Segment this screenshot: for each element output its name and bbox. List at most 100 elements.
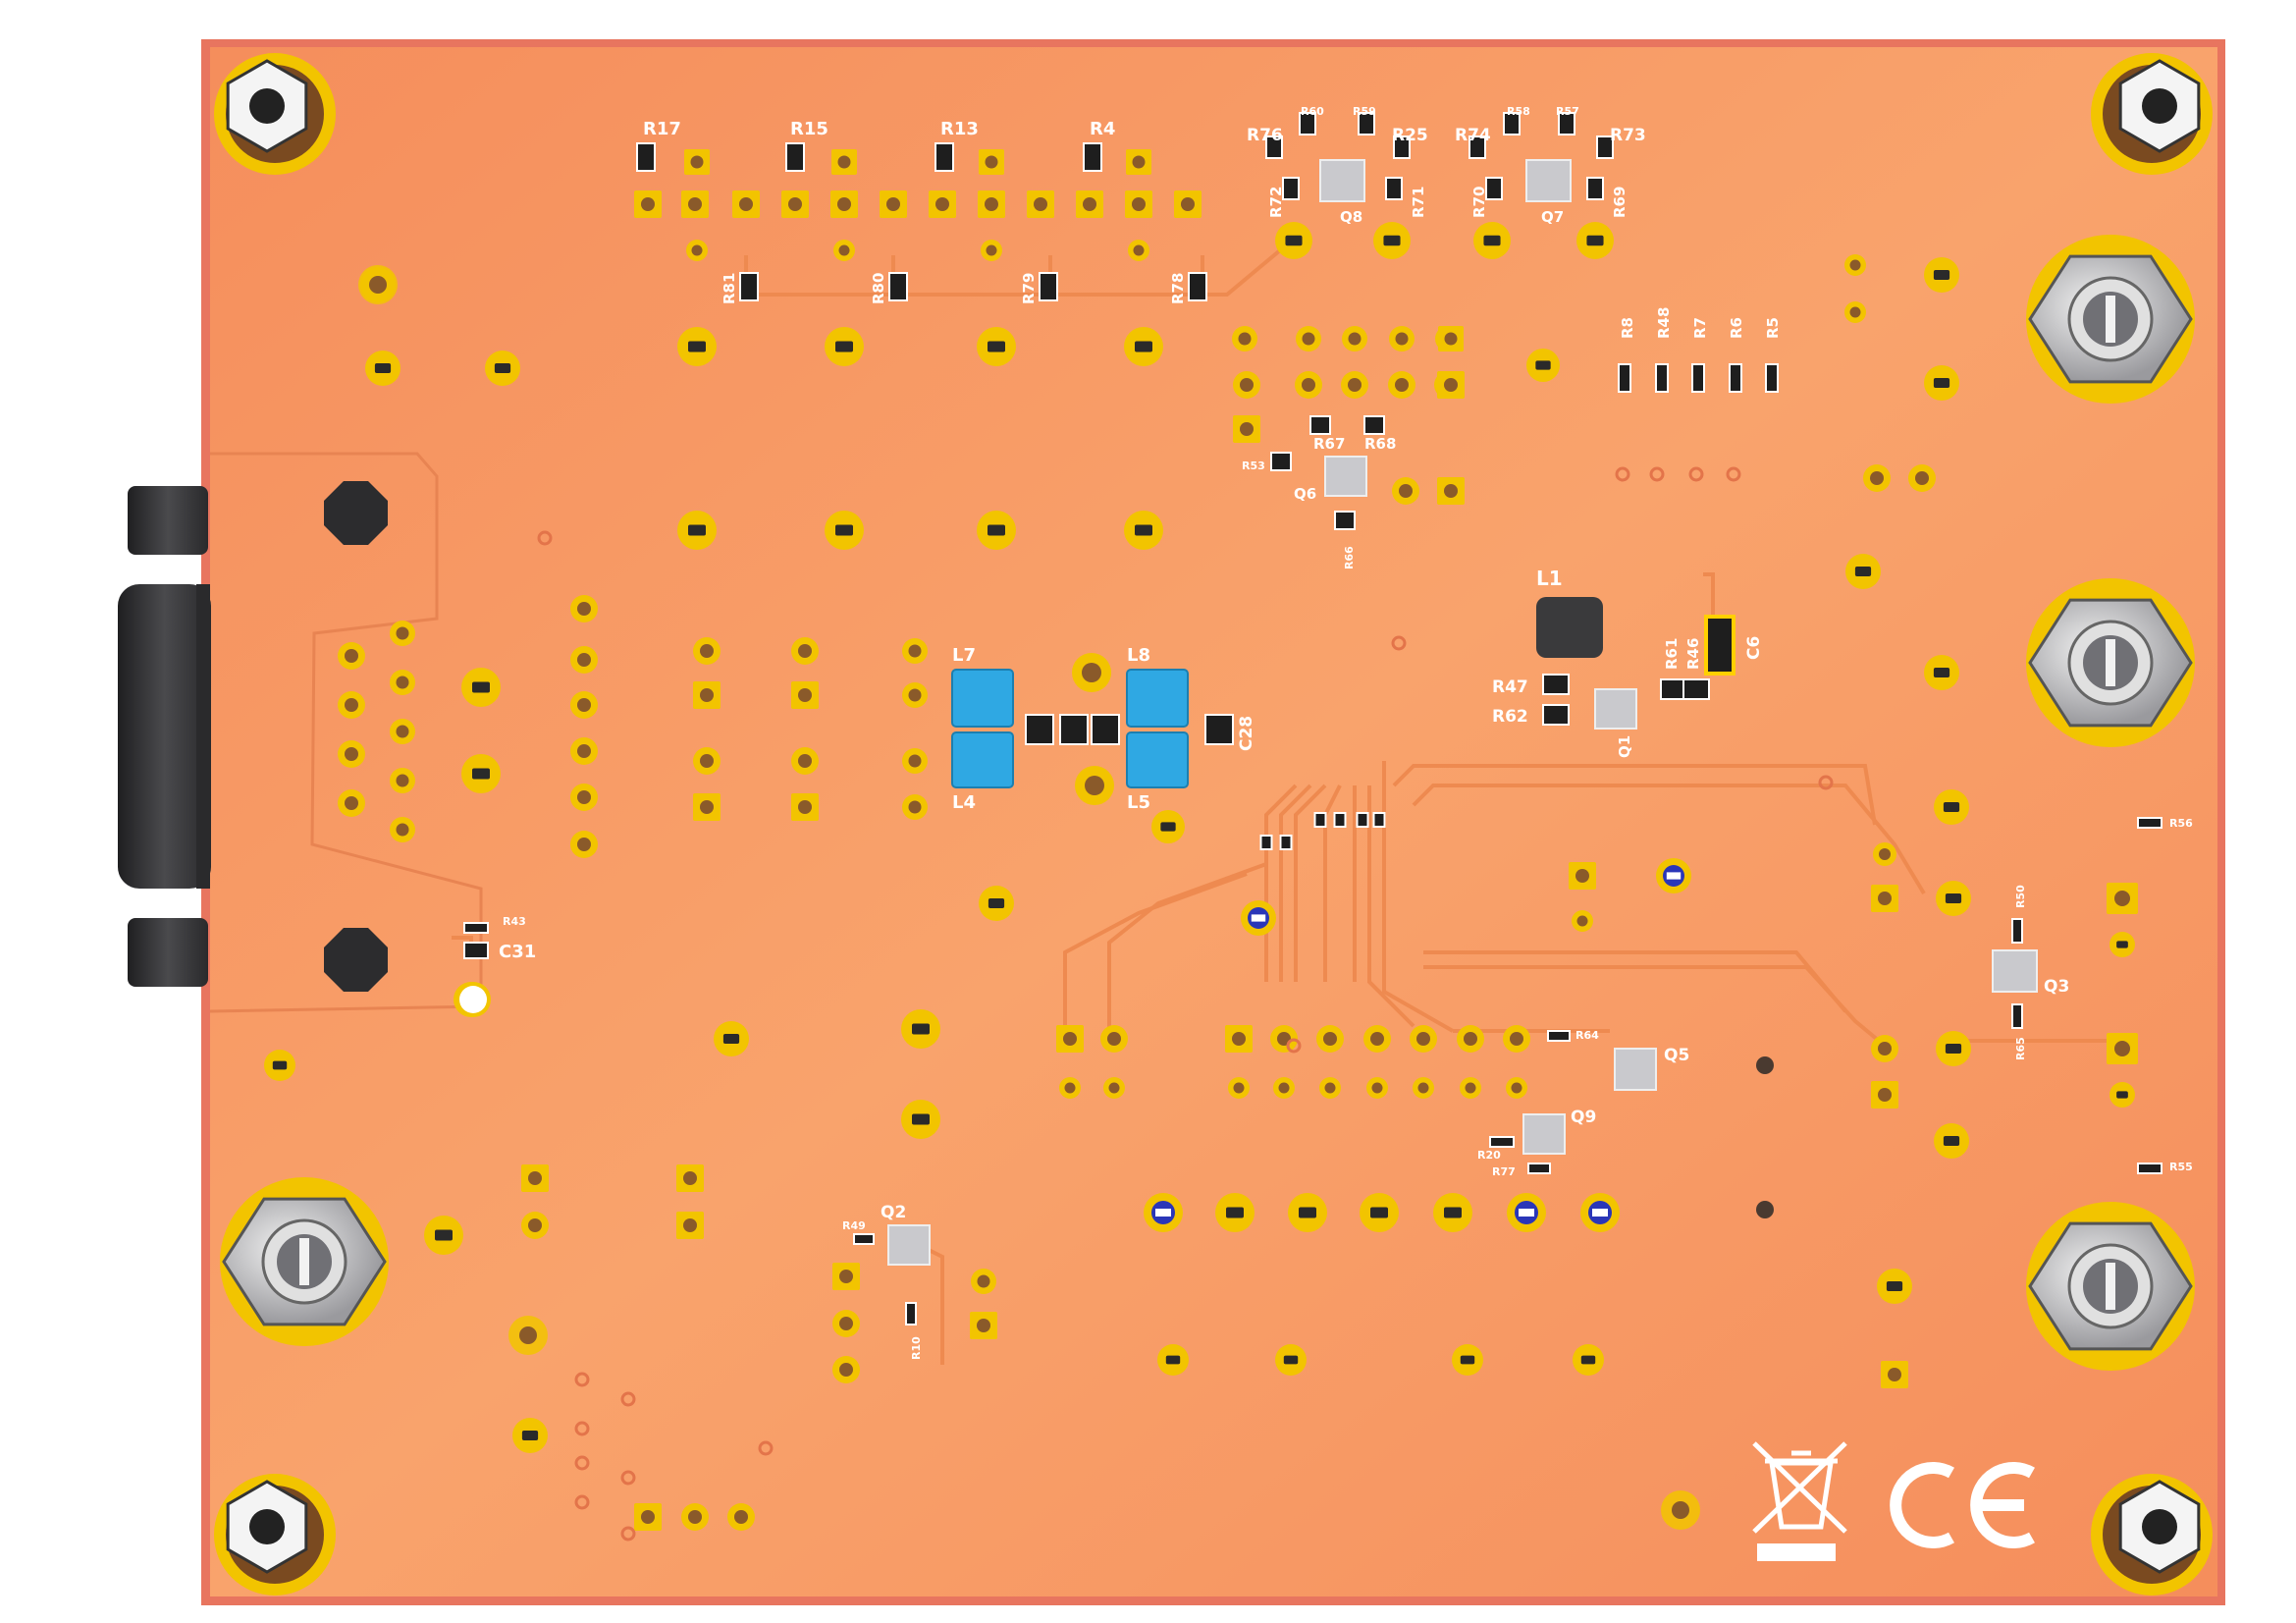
round-pad [1124, 511, 1163, 550]
pad-hole-mark [1155, 1209, 1171, 1217]
round-pad [1319, 1077, 1341, 1099]
screw-slot [2106, 296, 2115, 343]
label-r7: R7 [1691, 317, 1709, 339]
pad-hole [1108, 1082, 1120, 1094]
square-pad [791, 793, 819, 821]
round-pad [1433, 1193, 1472, 1232]
smd-resistor [905, 1302, 917, 1325]
label-r57: R57 [1556, 105, 1579, 118]
round-pad [1924, 365, 1959, 401]
round-pad [570, 831, 598, 858]
smd-resistor [1363, 415, 1385, 435]
via [620, 1526, 636, 1542]
square-pad [979, 149, 1004, 175]
round-pad [1844, 254, 1866, 276]
label-r76: R76 [1247, 126, 1283, 145]
pad-hole [435, 1229, 453, 1241]
pad-hole [528, 1218, 542, 1232]
round-pad [693, 747, 721, 775]
dark-via [1756, 1056, 1774, 1074]
smd-resistor [1299, 112, 1316, 135]
round-pad [758, 1440, 774, 1456]
pad-hole [1933, 378, 1950, 388]
label-r4: R4 [1090, 119, 1115, 139]
smd-body [463, 942, 489, 959]
pad-hole [1283, 1355, 1299, 1365]
pad-hole [1888, 1368, 1901, 1381]
round-pad [1316, 1025, 1344, 1053]
label-r66: R66 [1343, 546, 1356, 569]
smd-body [1729, 363, 1742, 393]
label-q2: Q2 [881, 1203, 906, 1222]
pad-hole [1085, 776, 1104, 795]
smd-resistor-group [463, 112, 2163, 1325]
pad-hole [1371, 1082, 1383, 1094]
smd-body [934, 142, 954, 172]
pad-hole [1063, 1032, 1077, 1046]
pad-hole [1302, 378, 1315, 392]
hex-standoff-icon [214, 1474, 336, 1596]
smd-resistor [1039, 272, 1058, 301]
round-pad [2109, 932, 2135, 957]
pad-hole [700, 644, 714, 658]
smd-resistor [1270, 452, 1292, 471]
pad-hole [739, 197, 753, 211]
round-pad [338, 789, 365, 817]
round-pad [1228, 1077, 1250, 1099]
pad-hole [1323, 1032, 1337, 1046]
square-pad [684, 149, 710, 175]
label-r55: R55 [2169, 1161, 2193, 1173]
round-pad [512, 1418, 548, 1453]
square-pad [681, 190, 709, 218]
round-pad [1818, 775, 1834, 790]
pad-hole [1240, 378, 1254, 392]
smd-resistor [1313, 812, 1327, 828]
label-r10: R10 [910, 1336, 923, 1360]
pad-hole [1576, 915, 1588, 927]
smd-body [2137, 817, 2163, 829]
square-pad [781, 190, 809, 218]
square-pad [1437, 371, 1465, 399]
label-r48: R48 [1655, 307, 1673, 339]
round-pad [390, 719, 415, 744]
standoff-hole [249, 1509, 285, 1544]
pad-hole [396, 823, 409, 837]
pad-hole [345, 796, 358, 810]
pad-hole [1383, 235, 1401, 246]
round-pad [485, 351, 520, 386]
pad-hole [1849, 259, 1861, 271]
pad-hole [1395, 332, 1409, 346]
pad-hole [1233, 1082, 1245, 1094]
round-pad [1288, 1193, 1327, 1232]
square-pad [1126, 149, 1151, 175]
smd-body [1542, 674, 1570, 695]
smd-resistor [1333, 812, 1347, 828]
hex-standoff-icon [2091, 53, 2213, 175]
round-pad [1295, 371, 1322, 399]
pad-hole [1878, 1088, 1892, 1102]
label-l5: L5 [1127, 792, 1150, 813]
pad-hole [839, 1270, 853, 1283]
pad-hole [1575, 869, 1589, 883]
round-pad [1366, 1077, 1388, 1099]
pad-hole [798, 644, 812, 658]
standoff-group [214, 53, 2213, 1596]
screw-standoff-icon [220, 1177, 389, 1346]
pad-hole [1483, 235, 1501, 246]
pcb-surface [210, 47, 2217, 1596]
pad-hole [683, 1218, 697, 1232]
smd-resistor [1393, 135, 1411, 159]
pad-hole [1181, 197, 1195, 211]
pad-hole [988, 524, 1005, 536]
round-pad [681, 1503, 709, 1531]
round-pad [981, 240, 1002, 261]
pad-hole [1395, 378, 1409, 392]
square-pad [693, 793, 721, 821]
round-pad [902, 748, 928, 774]
round-pad [620, 1526, 636, 1542]
smd-body [1313, 812, 1327, 828]
label-r6: R6 [1728, 317, 1745, 339]
label-r13: R13 [940, 119, 979, 139]
pad-hole [722, 1034, 740, 1044]
